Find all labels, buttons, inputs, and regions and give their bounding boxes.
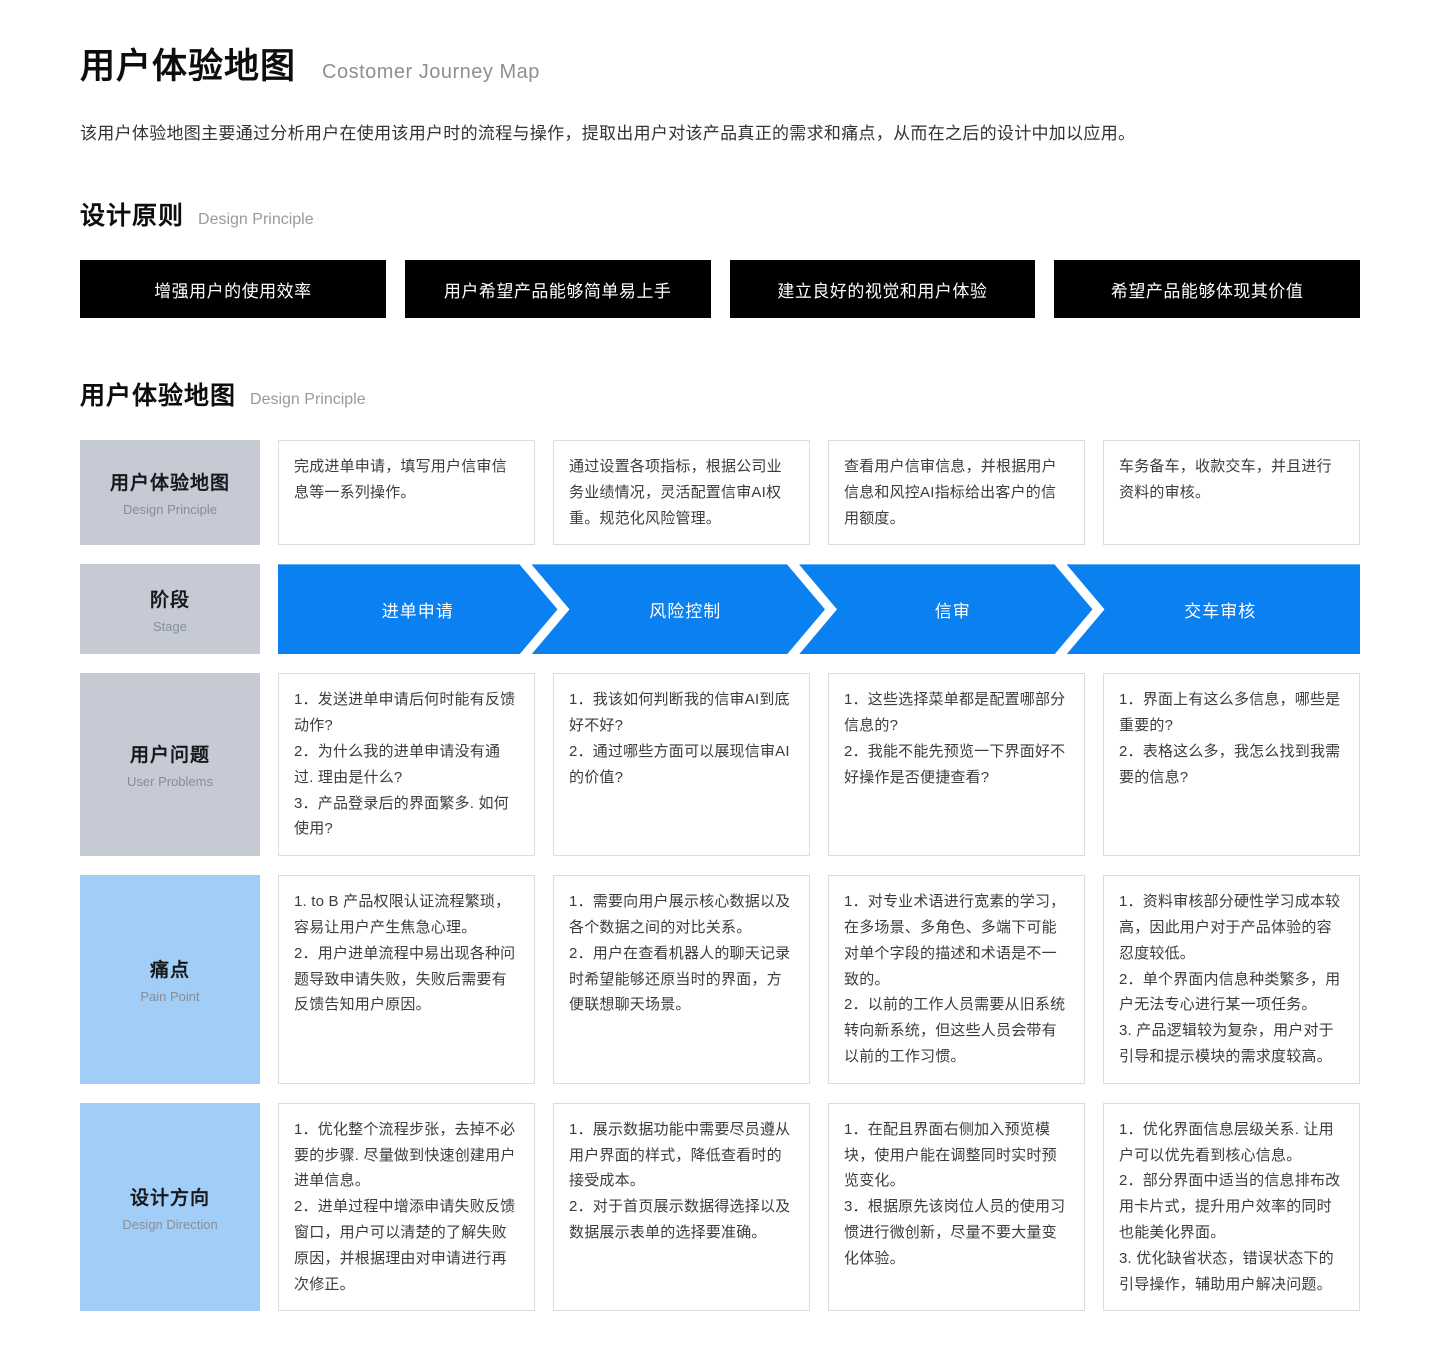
page-description: 该用户体验地图主要通过分析用户在使用该用户时的流程与操作，提取出用户对该产品真正…: [80, 124, 1136, 143]
row-label-design-direction: 设计方向 Design Direction: [80, 1102, 260, 1312]
row-label-overview-zh: 用户体验地图: [109, 473, 230, 495]
stage-arrow-risk-control: 风险控制: [532, 564, 826, 654]
journey-map-title-en: Design Principle: [250, 391, 366, 408]
principle-badge-efficiency: 增强用户的使用效率: [80, 260, 386, 318]
principle-badge-product-value: 希望产品能够体现其价值: [1054, 260, 1360, 318]
design-principles-heading: 设计原则 Design Principle: [80, 196, 1360, 232]
journey-map-heading: 用户体验地图 Design Principle: [80, 376, 1360, 412]
design-principles-title-en: Design Principle: [198, 211, 314, 228]
row-label-design-direction-zh: 设计方向: [129, 1187, 210, 1209]
design-direction-cell-delivery: 1．优化界面信息层级关系. 让用户可以优先看到核心信息。 2．部分界面中适当的信…: [1103, 1102, 1360, 1312]
design-principles-title: 设计原则: [80, 202, 185, 230]
principle-badge-visual-experience: 建立良好的视觉和用户体验: [729, 260, 1036, 318]
row-label-design-direction-en: Design Direction: [122, 1216, 218, 1232]
journey-map-grid: 用户体验地图 Design Principle 完成进单申请，填写用户信审信息等…: [80, 440, 1360, 1312]
pain-point-cell-risk: 1．需要向用户展示核心数据以及各个数据之间的对比关系。 2．用户在查看机器人的聊…: [553, 875, 810, 1084]
stage-arrow-intake: 进单申请: [278, 564, 558, 654]
design-direction-cell-risk: 1．展示数据功能中需要尽员遵从用户界面的样式，降低查看时的接受成本。 2．对于首…: [553, 1102, 810, 1312]
pain-point-cell-credit: 1．对专业术语进行宽素的学习，在多场景、多角色、多端下可能对单个字段的描述和术语…: [828, 875, 1085, 1084]
overview-cell-risk: 通过设置各项指标，根据公司业务业绩情况，灵活配置信审AI权重。规范化风险管理。: [553, 440, 810, 546]
principle-badge-easy-to-use: 用户希望产品能够简单易上手: [404, 260, 711, 318]
design-direction-cell-intake: 1．优化整个流程步张，去掉不必要的步骤. 尽量做到快速创建用户进单信息。 2．进…: [278, 1102, 535, 1312]
stage-arrow-flow: 进单申请 风险控制 信审 交车审核: [278, 564, 1360, 655]
pain-point-cell-delivery: 1．资料审核部分硬性学习成本较高，因此用户对于产品体验的容忍度较低。 2．单个界…: [1103, 875, 1360, 1084]
pain-point-cell-intake: 1. to B 产品权限认证流程繁琐，容易让用户产生焦急心理。 2．用户进单流程…: [278, 875, 535, 1084]
journey-map-title: 用户体验地图: [80, 382, 237, 410]
principle-button-row: 增强用户的使用效率 用户希望产品能够简单易上手 建立良好的视觉和用户体验 希望产…: [80, 260, 1360, 318]
page-title-en: Costomer Journey Map: [322, 61, 540, 83]
overview-cell-credit: 查看用户信审信息，并根据用户信息和风控AI指标给出客户的信用额度。: [828, 440, 1085, 546]
page-title: 用户体验地图: [80, 47, 297, 86]
stage-arrow-delivery-review: 交车审核: [1066, 564, 1360, 655]
user-problems-cell-credit: 1．这些选择菜单都是配置哪部分信息的? 2．我能不能先预览一下界面好不好操作是否…: [828, 673, 1085, 857]
user-problems-cell-risk: 1．我该如何判断我的信审AI到底好不好? 2．通过哪些方面可以展现信审AI的价值…: [553, 673, 810, 857]
row-label-pain-point: 痛点 Pain Point: [80, 875, 260, 1084]
overview-cell-intake: 完成进单申请，填写用户信审信息等一系列操作。: [278, 440, 535, 546]
user-problems-cell-delivery: 1．界面上有这么多信息，哪些是重要的? 2．表格这么多，我怎么找到我需要的信息?: [1103, 673, 1360, 857]
row-label-pain-point-en: Pain Point: [140, 988, 200, 1004]
row-label-user-problems: 用户问题 User Problems: [80, 673, 260, 857]
row-label-stage-zh: 阶段: [149, 589, 190, 611]
overview-cell-delivery: 车务备车，收款交车，并且进行资料的审核。: [1103, 440, 1360, 546]
design-direction-cell-credit: 1．在配且界面右侧加入预览模块，使用户能在调整同时实时预览变化。 3．根据原先该…: [828, 1102, 1085, 1312]
row-label-user-problems-zh: 用户问题: [129, 745, 210, 767]
row-label-overview-en: Design Principle: [123, 502, 217, 518]
row-label-overview: 用户体验地图 Design Principle: [80, 440, 260, 546]
row-label-pain-point-zh: 痛点: [149, 959, 190, 981]
page-header: 用户体验地图 Costomer Journey Map: [80, 38, 1360, 89]
row-label-stage-en: Stage: [153, 618, 187, 634]
user-problems-cell-intake: 1．发送进单申请后何时能有反馈动作? 2．为什么我的进单申请没有通过. 理由是什…: [278, 673, 535, 857]
stage-arrow-credit-review: 信审: [799, 564, 1093, 654]
row-label-stage: 阶段 Stage: [80, 564, 260, 655]
row-label-user-problems-en: User Problems: [127, 774, 213, 790]
